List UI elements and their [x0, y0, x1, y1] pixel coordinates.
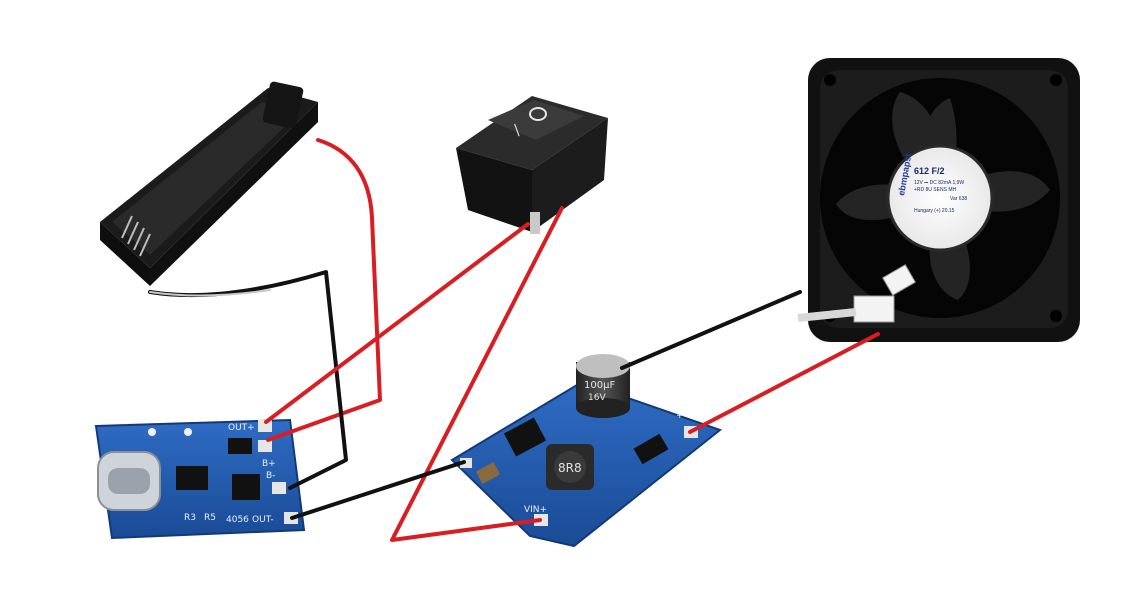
wire-fan-positive — [688, 332, 880, 434]
fan-connector — [797, 264, 916, 323]
inductor-marking: 8R8 — [558, 461, 582, 475]
wire-battery-negative-jacket — [149, 289, 271, 297]
rocker-switch: | — [456, 96, 608, 234]
fan-mount-hole — [824, 74, 836, 86]
charger-ic — [176, 466, 208, 490]
status-led — [184, 428, 192, 436]
battery-contact-positive — [262, 81, 304, 129]
fan-spec-line: 12V ⎓ DC 82mA 1,9W — [914, 180, 964, 186]
pad-b-minus — [272, 482, 286, 494]
switch-terminal — [530, 212, 540, 234]
label-vin-plus: VIN+ — [524, 505, 547, 515]
capacitor-voltage: 16V — [588, 393, 606, 403]
protection-ic — [232, 474, 260, 500]
label-model: 4056 — [226, 515, 249, 525]
wire-battery-positive — [266, 138, 382, 442]
pad-vin-minus — [460, 458, 472, 468]
label-out-minus: OUT- — [252, 515, 274, 525]
fan-model: 612 F/2 — [914, 166, 945, 176]
fan-hub-label — [886, 144, 994, 252]
boost-input-cap — [475, 462, 501, 484]
cooling-fan: 612 F/2 12V ⎓ DC 82mA 1,9W +RD 8U SENS M… — [797, 58, 1080, 342]
label-b-plus: B+ — [262, 459, 276, 469]
wires — [148, 138, 880, 542]
wire-out-plus-to-switch — [264, 222, 530, 424]
label-out-plus: OUT+ — [228, 423, 255, 433]
switch-off-symbol-mark — [529, 107, 547, 121]
pad-b-plus — [258, 440, 272, 452]
capacitor-marking: 100μF — [584, 380, 615, 391]
switch-on-symbol: | — [512, 122, 521, 138]
fan-spec-line-2: +RD 8U SENS MH — [914, 187, 956, 193]
label-vout-plus: + — [676, 411, 684, 421]
boost-diode — [633, 433, 669, 465]
fan-var: Var 638 — [950, 196, 967, 202]
boost-output-capacitor: 100μF 16V — [576, 354, 630, 418]
fan-made-in: Hungary (+) 20.15 — [914, 208, 955, 214]
charger-board: OUT+ B+ B- OUT- 4056 R3 R5 — [94, 418, 306, 540]
label-r5: R5 — [204, 513, 216, 523]
wire-fan-negative — [620, 290, 802, 370]
fan-mount-hole — [1050, 310, 1062, 322]
status-led — [148, 428, 156, 436]
protection-ic-2 — [228, 438, 252, 454]
battery-spring — [121, 215, 151, 257]
pad-out-plus — [258, 420, 272, 432]
battery-holder — [100, 81, 318, 286]
label-r3: R3 — [184, 513, 196, 523]
boost-converter-board: 8R8 100μF 16V VIN+ + — [450, 354, 723, 548]
fan-mount-hole — [1050, 74, 1062, 86]
boost-ic — [503, 417, 547, 457]
label-b-minus: B- — [266, 471, 275, 481]
wire-out-minus-to-boost — [290, 460, 466, 520]
wire-switch-to-boost-vin — [390, 206, 564, 542]
